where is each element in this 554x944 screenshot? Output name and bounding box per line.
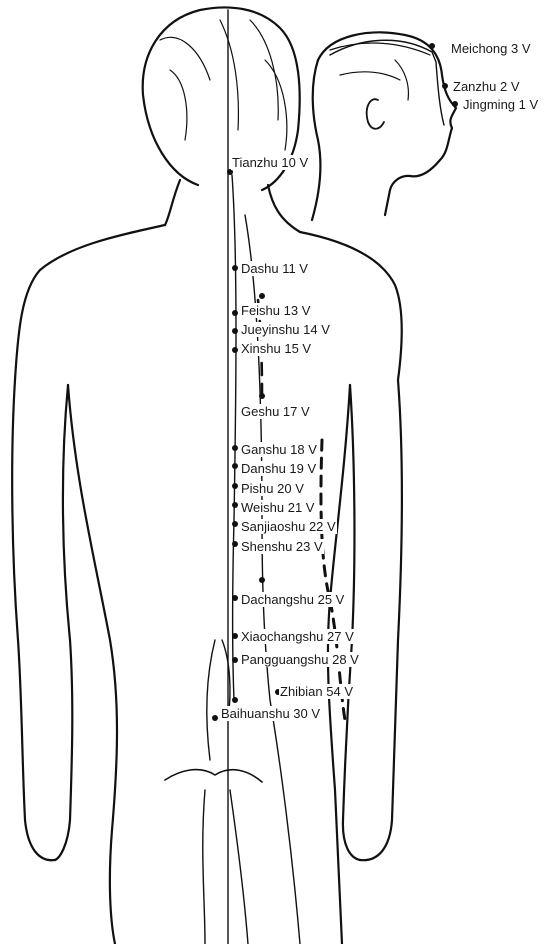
acupoint-dot <box>442 83 448 89</box>
acupoint-dot <box>232 595 238 601</box>
hair-strands <box>160 20 287 150</box>
profile-hair <box>330 43 430 100</box>
label-dashu: Dashu 11 V <box>240 261 309 276</box>
acupoint-dot <box>232 502 238 508</box>
buttocks <box>165 770 262 782</box>
label-geshu: Geshu 17 V <box>240 404 311 419</box>
label-sanjiaoshu: Sanjiaoshu 22 V <box>240 519 337 534</box>
label-feishu: Feishu 13 V <box>240 303 311 318</box>
acupoint-dot <box>232 633 238 639</box>
acupoint-dot <box>232 347 238 353</box>
right-shoulder <box>300 232 402 380</box>
label-danshu: Danshu 19 V <box>240 461 317 476</box>
label-jueyinshu: Jueyinshu 14 V <box>240 322 331 337</box>
label-pangguangshu: Pangguangshu 28 V <box>240 652 360 667</box>
label-meichong: Meichong 3 V <box>450 41 532 56</box>
label-xinshu: Xinshu 15 V <box>240 341 312 356</box>
acupoint-dot <box>232 541 238 547</box>
label-shenshu: Shenshu 23 V <box>240 539 324 554</box>
acupoint-dot <box>212 715 218 721</box>
right-arm-outer <box>360 380 402 860</box>
left-arm-inner <box>55 385 72 860</box>
acupoint-dot <box>232 657 238 663</box>
bladder-line-inner <box>232 175 236 700</box>
torso-left-side <box>68 385 117 944</box>
label-baihuanshu: Baihuanshu 30 V <box>220 706 321 721</box>
acupoint-dot <box>232 697 238 703</box>
acupoint-dot <box>232 483 238 489</box>
label-tianzhu: Tianzhu 10 V <box>231 155 309 170</box>
label-zanzhu: Zanzhu 2 V <box>452 79 521 94</box>
profile-ear <box>367 99 384 129</box>
label-xiaochangshu: Xiaochangshu 27 V <box>240 629 355 644</box>
left-shoulder <box>15 225 165 380</box>
acupoint-dot <box>452 101 458 107</box>
acupoint-dot <box>259 393 265 399</box>
label-weishu: Weishu 21 V <box>240 500 315 515</box>
acupoint-dot <box>232 265 238 271</box>
leg-lines <box>203 790 248 944</box>
left-arm-outer <box>12 380 55 860</box>
label-dachangshu: Dachangshu 25 V <box>240 592 345 607</box>
label-zhibian: Zhibian 54 V <box>279 684 354 699</box>
acupoint-dots <box>212 43 458 721</box>
acupoint-dot <box>232 310 238 316</box>
sacral-line <box>207 640 230 760</box>
profile-back-head <box>312 60 320 220</box>
acupoint-dot <box>259 577 265 583</box>
acupoint-dot <box>429 43 435 49</box>
acupoint-dot <box>259 293 265 299</box>
acupoint-dot <box>232 521 238 527</box>
profile-line <box>330 40 444 125</box>
acupoint-dot <box>232 463 238 469</box>
label-pishu: Pishu 20 V <box>240 481 305 496</box>
acupoint-dot <box>232 328 238 334</box>
acupoint-dot <box>232 445 238 451</box>
label-jingming: Jingming 1 V <box>462 97 539 112</box>
label-ganshu: Ganshu 18 V <box>240 442 318 457</box>
